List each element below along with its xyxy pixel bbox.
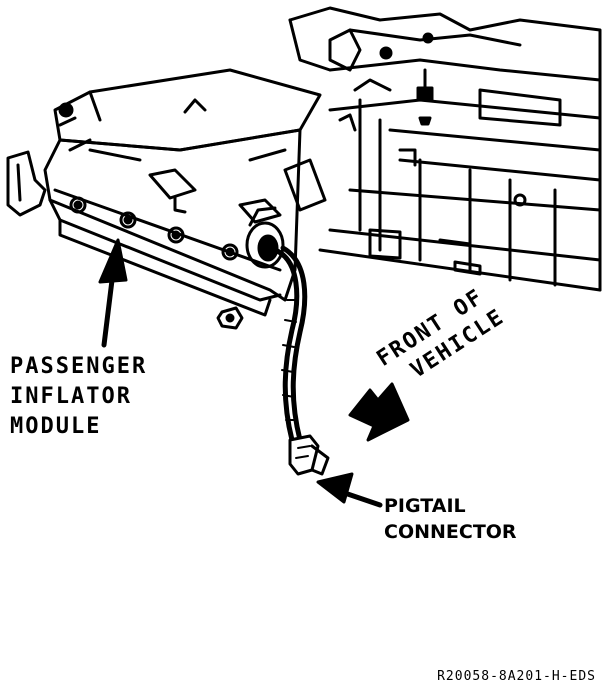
label-pigtail-line1: PIGTAIL bbox=[384, 495, 466, 517]
label-module-line2: INFLATOR bbox=[10, 384, 132, 409]
pigtail-connector bbox=[288, 434, 330, 476]
label-module-line1: PASSENGER bbox=[10, 354, 148, 379]
figure-id: R20058-8A201-H-EDS bbox=[437, 669, 596, 684]
pigtail-leader-arrow bbox=[316, 472, 383, 508]
module-leader-arrow bbox=[98, 238, 128, 348]
inflator-module-housing bbox=[6, 68, 327, 317]
retaining-nut bbox=[216, 306, 244, 330]
instrument-panel-structure bbox=[288, 6, 602, 292]
label-module-line3: MODULE bbox=[10, 414, 102, 439]
label-pigtail-connector: PIGTAIL CONNECTOR bbox=[384, 493, 517, 545]
mounting-bolts bbox=[379, 32, 434, 126]
label-passenger-inflator-module: PASSENGER INFLATOR MODULE bbox=[10, 352, 147, 442]
pigtail-harness bbox=[272, 245, 308, 443]
label-pigtail-line2: CONNECTOR bbox=[384, 521, 517, 543]
front-direction-arrow bbox=[348, 382, 410, 442]
